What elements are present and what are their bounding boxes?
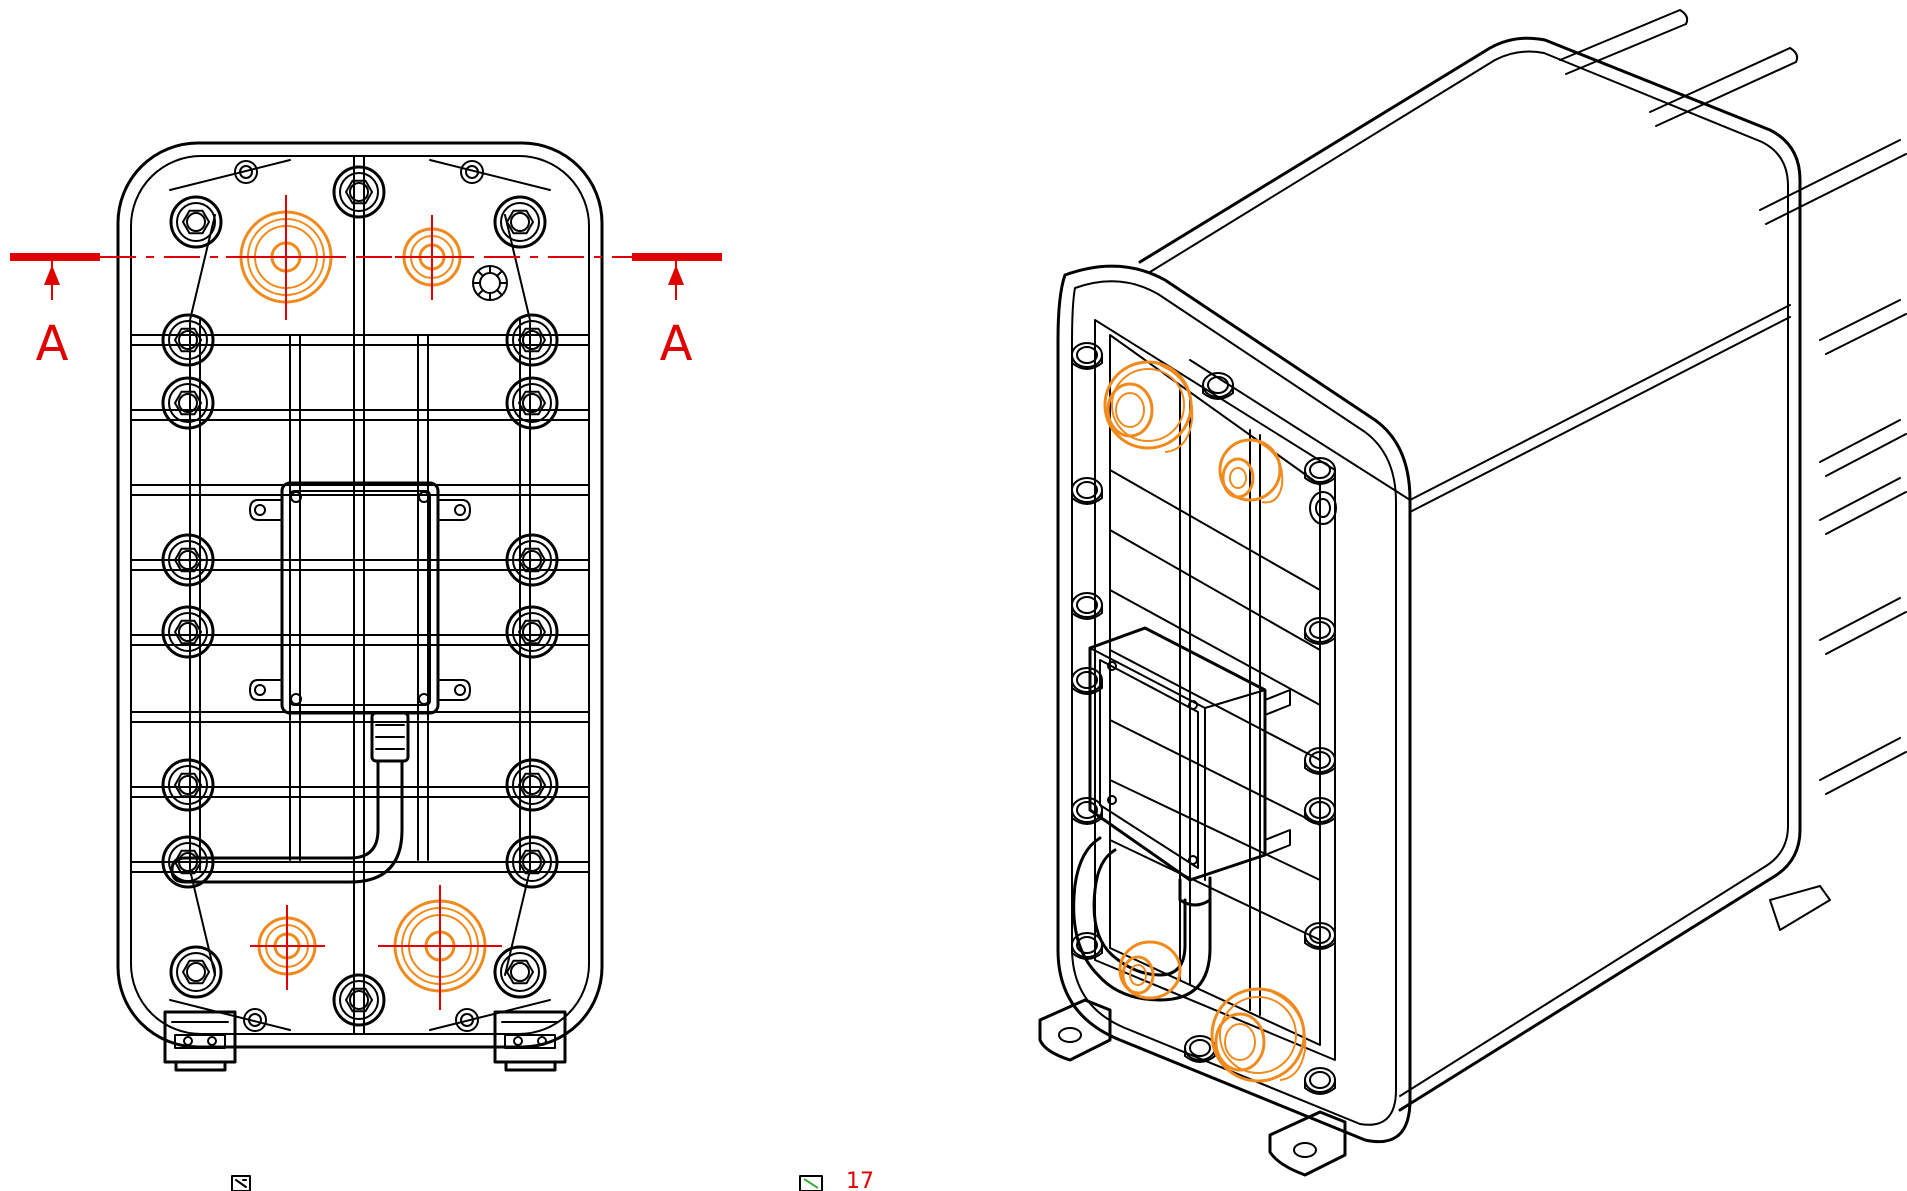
plate-outline	[116, 141, 604, 1049]
front-view	[116, 141, 604, 1072]
iso-terminal-box	[1088, 626, 1291, 907]
section-label-left: A	[36, 316, 69, 372]
rib-grid	[130, 159, 590, 1031]
document-fold-icon	[231, 1175, 251, 1191]
iso-port-outlet-small	[1118, 940, 1182, 1000]
terminal-box	[249, 481, 471, 763]
bolt-bosses	[161, 165, 559, 1027]
isometric-view	[1038, 9, 1907, 1177]
vent-grille	[472, 265, 508, 301]
iso-feet	[1038, 998, 1347, 1177]
callout-number: 17	[846, 1169, 874, 1191]
end-plate	[1056, 264, 1412, 1144]
plate-inner-outline	[130, 155, 590, 1035]
iso-vent-grille	[1309, 491, 1337, 525]
mounting-feet	[163, 1010, 567, 1072]
iso-port-inlet-large	[1103, 360, 1194, 453]
conduit	[170, 759, 404, 884]
iso-port-outlet-large	[1210, 987, 1307, 1083]
iso-port-inlet-small	[1218, 438, 1284, 504]
tie-rods	[1559, 9, 1907, 795]
iso-ports	[1103, 360, 1307, 1083]
bottom-markers: 17	[231, 1169, 874, 1191]
section-label-right: A	[660, 316, 693, 372]
iso-conduit	[1072, 836, 1212, 1002]
section-line-a-a: A A	[10, 253, 722, 372]
document-fold-icon	[799, 1175, 823, 1191]
module-body	[1138, 36, 1831, 1112]
